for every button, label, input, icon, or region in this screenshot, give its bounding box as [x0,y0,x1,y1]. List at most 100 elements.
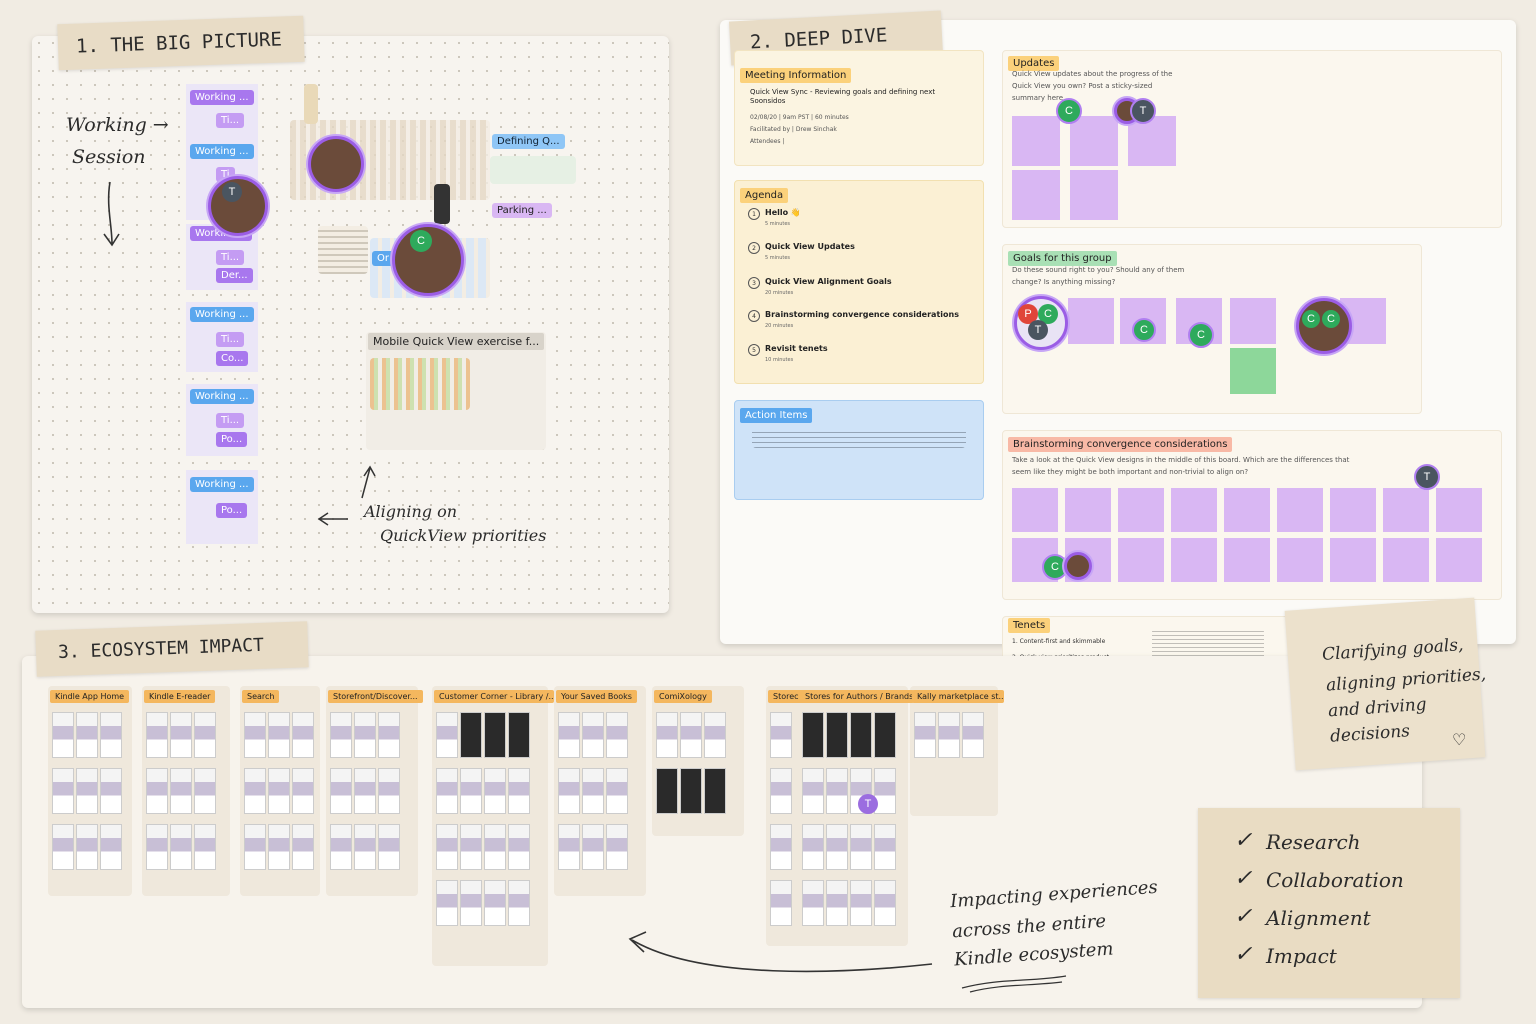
screen-thumbnail[interactable] [558,824,580,870]
screen-thumbnail[interactable] [508,824,530,870]
screen-thumbnail[interactable] [484,712,506,758]
ti-tag[interactable]: Ti... [216,332,245,347]
screen-thumbnail[interactable] [770,712,792,758]
brainstorm-sticky[interactable] [1224,538,1270,582]
screen-thumbnail[interactable] [770,880,792,926]
screen-thumbnail[interactable] [292,768,314,814]
screen-thumbnail[interactable] [802,824,824,870]
screen-thumbnail[interactable] [330,824,352,870]
screen-thumbnail[interactable] [802,768,824,814]
brainstorm-sticky[interactable] [1383,488,1429,532]
brainstorm-sticky[interactable] [1277,488,1323,532]
screen-thumbnail[interactable] [268,824,290,870]
brainstorm-sticky[interactable] [1118,488,1164,532]
goal-sticky[interactable] [1230,298,1276,344]
screen-thumbnail[interactable] [378,768,400,814]
screen-thumbnail[interactable] [680,712,702,758]
screen-thumbnail[interactable] [914,712,936,758]
avatar-c-badge[interactable]: C [1056,98,1082,124]
avatar-photo[interactable] [1064,552,1092,580]
screen-thumbnail[interactable] [146,824,168,870]
screen-thumbnail[interactable] [874,712,896,758]
screen-thumbnail[interactable] [508,768,530,814]
brainstorm-sticky[interactable] [1436,488,1482,532]
screen-thumbnail[interactable] [704,712,726,758]
screen-thumbnail[interactable] [52,824,74,870]
screen-thumbnail[interactable] [100,824,122,870]
screen-thumbnail[interactable] [680,768,702,814]
screen-thumbnail[interactable] [330,768,352,814]
screen-thumbnail[interactable] [76,712,98,758]
screen-thumbnail[interactable] [558,768,580,814]
screen-thumbnail[interactable] [146,768,168,814]
screen-thumbnail[interactable] [100,712,122,758]
screen-thumbnail[interactable] [704,768,726,814]
screen-thumbnail[interactable] [170,712,192,758]
screen-thumbnail[interactable] [436,880,458,926]
screen-thumbnail[interactable] [100,768,122,814]
screen-thumbnail[interactable] [484,880,506,926]
screen-thumbnail[interactable] [874,880,896,926]
brainstorm-sticky[interactable] [1012,488,1058,532]
screen-thumbnail[interactable] [850,824,872,870]
screen-thumbnail[interactable] [244,768,266,814]
working-tag[interactable]: Working ... [190,307,254,322]
screen-thumbnail[interactable] [850,880,872,926]
screen-thumbnail[interactable] [52,768,74,814]
screen-thumbnail[interactable] [826,768,848,814]
avatar-cluster[interactable] [308,136,364,192]
brainstorm-sticky[interactable] [1330,538,1376,582]
screen-thumbnail[interactable] [292,824,314,870]
or-tag[interactable]: Or [372,251,394,266]
screen-thumbnail[interactable] [656,712,678,758]
avatar-c-badge[interactable]: C [1042,554,1068,580]
screen-thumbnail[interactable] [460,824,482,870]
screen-thumbnail[interactable] [76,824,98,870]
screen-thumbnail[interactable] [582,768,604,814]
screen-thumbnail[interactable] [874,824,896,870]
brainstorm-sticky[interactable] [1065,488,1111,532]
screen-thumbnail[interactable] [582,824,604,870]
screen-thumbnail[interactable] [484,768,506,814]
working-tag[interactable]: Working ... [190,144,254,159]
screen-thumbnail[interactable] [962,712,984,758]
update-sticky[interactable] [1128,116,1176,166]
screen-thumbnail[interactable] [194,824,216,870]
screen-thumbnail[interactable] [146,712,168,758]
screen-thumbnail[interactable] [268,768,290,814]
screen-thumbnail[interactable] [460,712,482,758]
screen-thumbnail[interactable] [558,712,580,758]
screen-thumbnail[interactable] [378,712,400,758]
avatar-t-badge[interactable]: T [1414,464,1440,490]
ti-tag[interactable]: Ti... [216,413,245,428]
screen-thumbnail[interactable] [938,712,960,758]
update-sticky[interactable] [1070,116,1118,166]
goal-sticky[interactable] [1068,298,1114,344]
brainstorm-sticky[interactable] [1383,538,1429,582]
screen-thumbnail[interactable] [582,712,604,758]
avatar-t-badge[interactable]: T [1130,98,1156,124]
working-tag[interactable]: Working ... [190,389,254,404]
screen-thumbnail[interactable] [874,768,896,814]
screen-thumbnail[interactable] [656,768,678,814]
working-tag[interactable]: Working ... [190,90,254,105]
screen-thumbnail[interactable] [354,768,376,814]
parking-tag[interactable]: Parking ... [492,203,552,218]
defining-tag[interactable]: Defining Q... [492,134,565,149]
der-tag[interactable]: Der... [216,268,253,283]
screen-thumbnail[interactable] [244,824,266,870]
po-tag[interactable]: Po... [216,503,248,518]
ti-tag[interactable]: Ti... [216,250,245,265]
screen-thumbnail[interactable] [826,824,848,870]
screen-thumbnail[interactable] [436,768,458,814]
agenda-panel[interactable] [734,180,984,384]
screen-thumbnail[interactable] [606,768,628,814]
screen-thumbnail[interactable] [508,712,530,758]
screen-thumbnail[interactable] [330,712,352,758]
screen-thumbnail[interactable] [826,880,848,926]
working-tag[interactable]: Working ... [190,477,254,492]
ti-tag[interactable]: Ti... [216,113,245,128]
screen-thumbnail[interactable] [244,712,266,758]
screen-thumbnail[interactable] [770,768,792,814]
screen-thumbnail[interactable] [268,712,290,758]
